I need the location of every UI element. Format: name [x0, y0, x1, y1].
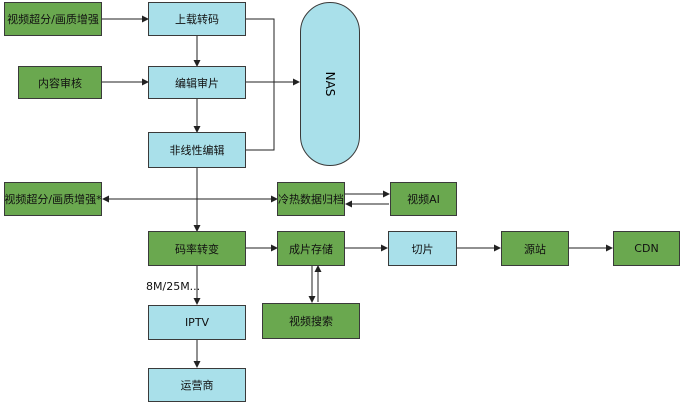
node-label: 切片 — [411, 242, 434, 256]
node-cold-hot-archive: 冷热数据归档 — [277, 182, 345, 216]
node-nas-storage: NAS — [300, 2, 360, 166]
node-label: 非线性编辑 — [169, 144, 225, 157]
node-slice: 切片 — [388, 231, 457, 266]
node-label: 码率转变 — [175, 242, 219, 256]
node-video-ai: 视频AI — [390, 182, 457, 216]
node-cdn: CDN — [613, 231, 680, 266]
node-label: 冷热数据归档 — [278, 193, 344, 206]
node-content-review: 内容审核 — [18, 66, 102, 99]
node-enhance-top: 视频超分/画质增强 — [4, 2, 102, 36]
node-edit-review: 编辑审片 — [148, 66, 246, 99]
node-label: 视频搜索 — [289, 315, 333, 328]
edge-upload-to-nas — [245, 18, 275, 82]
node-label: NAS — [323, 71, 337, 97]
node-label: 内容审核 — [38, 76, 82, 90]
node-label: 运营商 — [180, 379, 214, 392]
node-video-search: 视频搜索 — [262, 303, 360, 339]
node-label: 视频超分/画质增强* — [4, 193, 102, 206]
node-enhance-mid: 视频超分/画质增强* — [4, 182, 102, 216]
node-label: 视频超分/画质增强 — [7, 13, 99, 26]
node-nonlinear-edit: 非线性编辑 — [148, 132, 246, 168]
node-label: 编辑审片 — [175, 76, 219, 90]
node-operator: 运营商 — [148, 368, 246, 402]
edge-label-bitrate: 8M/25M... — [146, 280, 201, 293]
node-label: 源站 — [524, 242, 546, 256]
edge-nle-to-nas — [245, 82, 275, 151]
node-bitrate-transcode: 码率转变 — [148, 231, 246, 266]
node-final-storage: 成片存储 — [277, 231, 345, 266]
node-label: 上载转码 — [175, 13, 219, 26]
node-label: 成片存储 — [289, 242, 333, 256]
node-label: IPTV — [184, 316, 210, 329]
node-iptv: IPTV — [148, 305, 246, 340]
node-upload-transcode: 上载转码 — [148, 2, 246, 36]
node-label: 视频AI — [407, 193, 440, 206]
node-origin-station: 源站 — [501, 231, 569, 266]
node-label: CDN — [634, 242, 659, 255]
